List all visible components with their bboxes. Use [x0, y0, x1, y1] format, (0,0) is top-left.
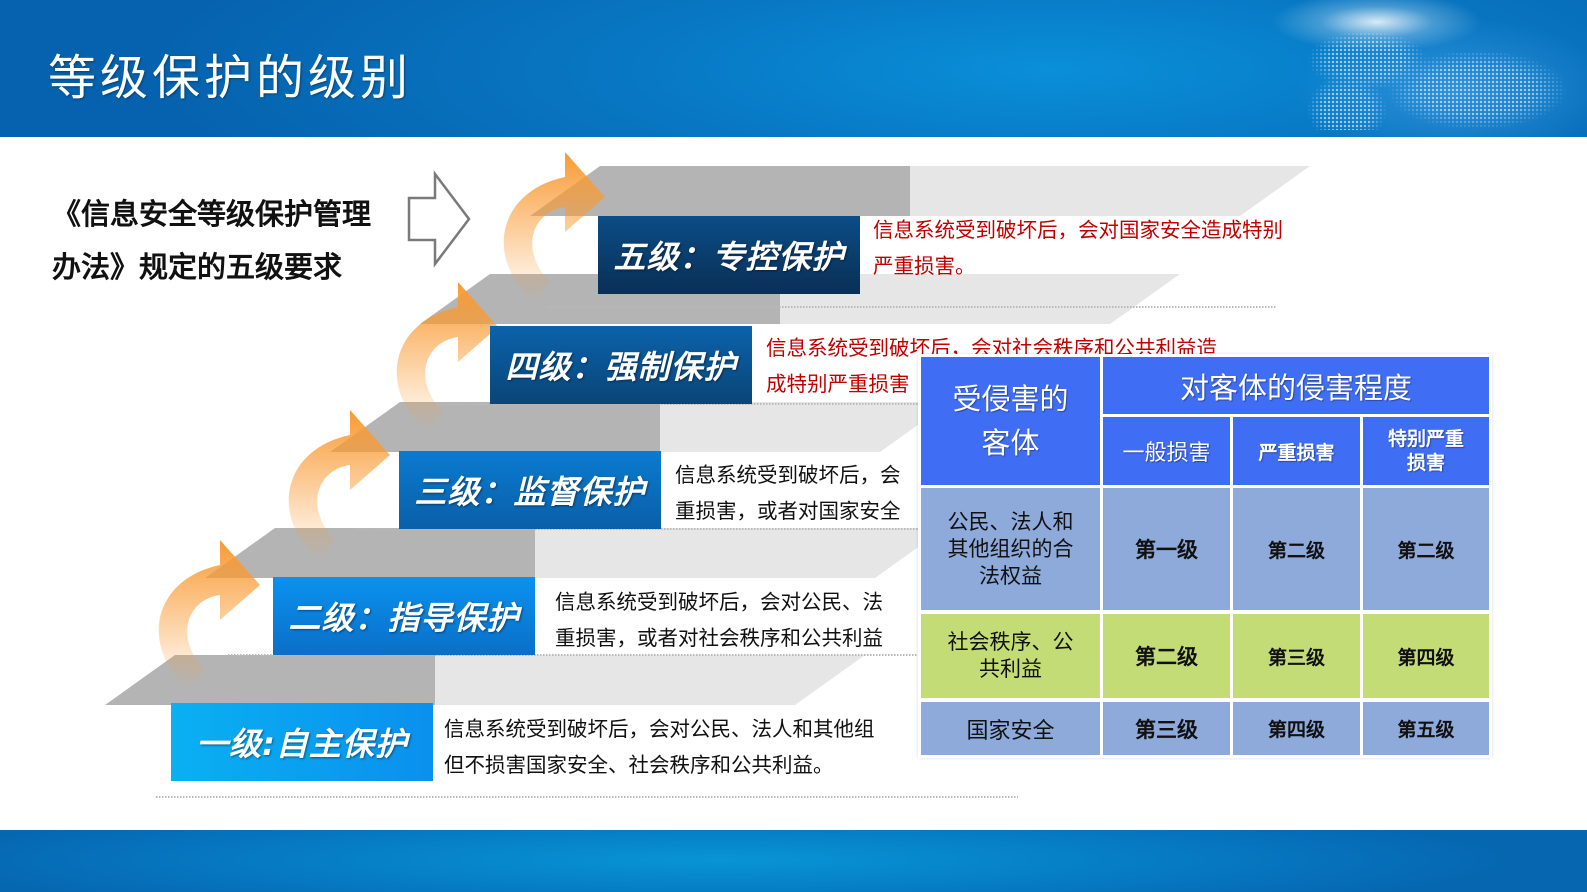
table-cell: 第五级: [1363, 702, 1489, 755]
level-5-description: 信息系统受到破坏后，会对国家安全造成特别 严重损害。: [873, 218, 1283, 278]
step-top-1: [105, 655, 865, 705]
intro-text: 《信息安全等级保护管理 办法》规定的五级要求: [52, 188, 392, 294]
table-cell: 第三级: [1103, 702, 1230, 755]
level-2-badge: 二级：指导保护: [273, 577, 535, 655]
table-cell: 第四级: [1233, 702, 1360, 755]
table-cell: 第一级: [1103, 488, 1230, 610]
page-title: 等级保护的级别: [48, 50, 413, 106]
table-cell: 第四级: [1363, 614, 1489, 698]
step-top-2: [205, 528, 945, 578]
separator-1: [156, 796, 1018, 798]
table-group-header: 对客体的侵害程度: [1103, 357, 1489, 414]
level-2-label: 二级：指导保护: [288, 599, 520, 637]
table-column-header: 一般损害: [1103, 417, 1230, 485]
level-3-label: 三级：监督保护: [414, 473, 646, 511]
curl-arrow-icon: [288, 410, 390, 560]
world-map-dots-decoration: [1267, 20, 1567, 130]
header-band: 等级保护的级别: [0, 0, 1587, 137]
hollow-right-arrow-icon: [407, 170, 471, 268]
table-cell: 第二级: [1103, 614, 1230, 698]
intro-line-2: 办法》规定的五级要求: [52, 250, 343, 284]
level-5-label: 五级：专控保护: [613, 238, 845, 276]
level-1-label: 一级:自主保护: [196, 725, 408, 763]
footer-band: [0, 830, 1587, 892]
level-2-description: 信息系统受到破坏后，会对公民、法 重损害，或者对社会秩序和公共利益: [555, 590, 883, 650]
table-cell: 第二级: [1233, 488, 1360, 610]
level-3-badge: 三级：监督保护: [399, 451, 661, 529]
curl-arrow-icon: [503, 152, 605, 302]
level-4-label: 四级：强制保护: [505, 348, 737, 386]
table-cell: 第二级: [1363, 488, 1489, 610]
protection-grade-table: 受侵害的 客体 对客体的侵害程度 一般损害 严重损害 特别严重 损害 公民、法人…: [918, 354, 1492, 758]
table-cell: 第三级: [1233, 614, 1360, 698]
level-1-description: 信息系统受到破坏后，会对公民、法人和其他组 但不损害国家安全、社会秩序和公共利益…: [444, 717, 875, 777]
level-1-badge: 一级:自主保护: [171, 703, 433, 781]
level-5-badge: 五级：专控保护: [598, 216, 860, 294]
level-4-badge: 四级：强制保护: [490, 326, 752, 404]
table-column-header: 特别严重 损害: [1363, 417, 1489, 485]
table-column-header: 严重损害: [1233, 417, 1360, 485]
separator-5: [548, 306, 1276, 308]
separator-2: [228, 654, 928, 656]
table-row-header: 国家安全: [921, 702, 1100, 755]
curl-arrow-icon: [158, 540, 260, 690]
separator-4: [445, 403, 925, 405]
separator-3: [355, 528, 925, 530]
step-top-5: [530, 166, 1310, 216]
table-row-header: 公民、法人和 其他组织的合 法权益: [921, 488, 1100, 610]
level-3-description: 信息系统受到破坏后，会 重损害，或者对国家安全: [675, 463, 901, 523]
intro-line-1: 《信息安全等级保护管理: [52, 197, 372, 231]
table-row-header: 社会秩序、公 共利益: [921, 614, 1100, 698]
table-corner-header: 受侵害的 客体: [921, 357, 1100, 485]
curl-arrow-icon: [396, 282, 498, 432]
